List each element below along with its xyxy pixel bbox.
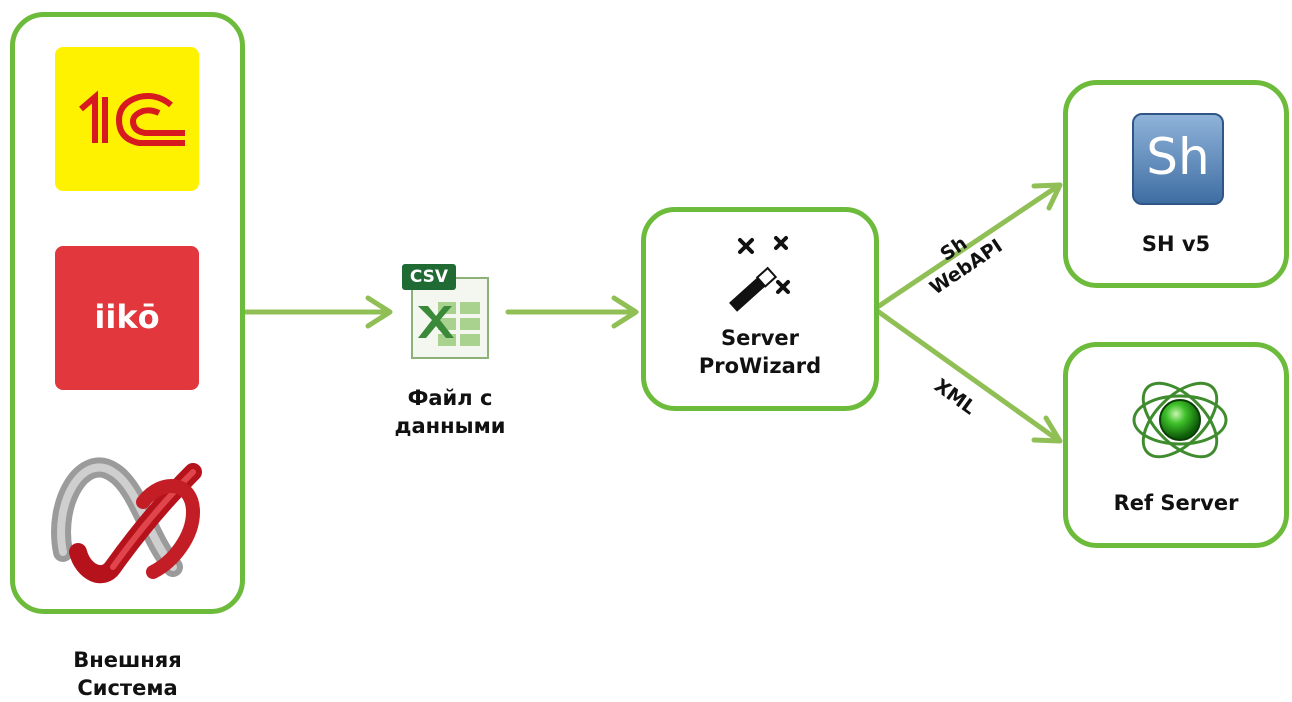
iiko-logo-icon: iikō: [55, 246, 199, 390]
sh-v5-box: Sh SH v5: [1063, 80, 1289, 288]
external-system-label: Внешняя Система: [73, 648, 182, 700]
atom-sphere-icon: [1130, 375, 1230, 465]
ref-server-label: Ref Server: [1113, 491, 1239, 515]
csv-badge: CSV: [409, 267, 449, 287]
arrowhead-external-file: [365, 295, 393, 329]
sh-logo-icon: Sh: [1132, 113, 1224, 205]
sh-v5-label: SH v5: [1141, 232, 1211, 256]
arrowhead-server-ref: [1031, 415, 1063, 444]
excel-csv-icon: CSV: [398, 262, 494, 360]
arrowhead-server-sh: [1031, 182, 1063, 211]
ref-server-box: Ref Server: [1063, 342, 1289, 548]
server-prowizard-label: Server ProWizard: [698, 326, 822, 378]
iiko-logo-text: iikō: [94, 298, 160, 336]
ribbon-logo-icon: [43, 442, 213, 592]
1c-logo-icon: [55, 47, 199, 191]
arrowhead-file-server: [611, 295, 639, 329]
edge-server-ref: [873, 307, 1061, 443]
file-label: Файл с данными: [394, 386, 506, 438]
edge-server-sh: [873, 183, 1061, 311]
server-prowizard-box: Server ProWizard: [641, 207, 879, 411]
external-system-box: iikō: [10, 12, 245, 614]
sh-logo-text: Sh: [1146, 128, 1210, 186]
magic-wand-icon: [720, 230, 800, 312]
